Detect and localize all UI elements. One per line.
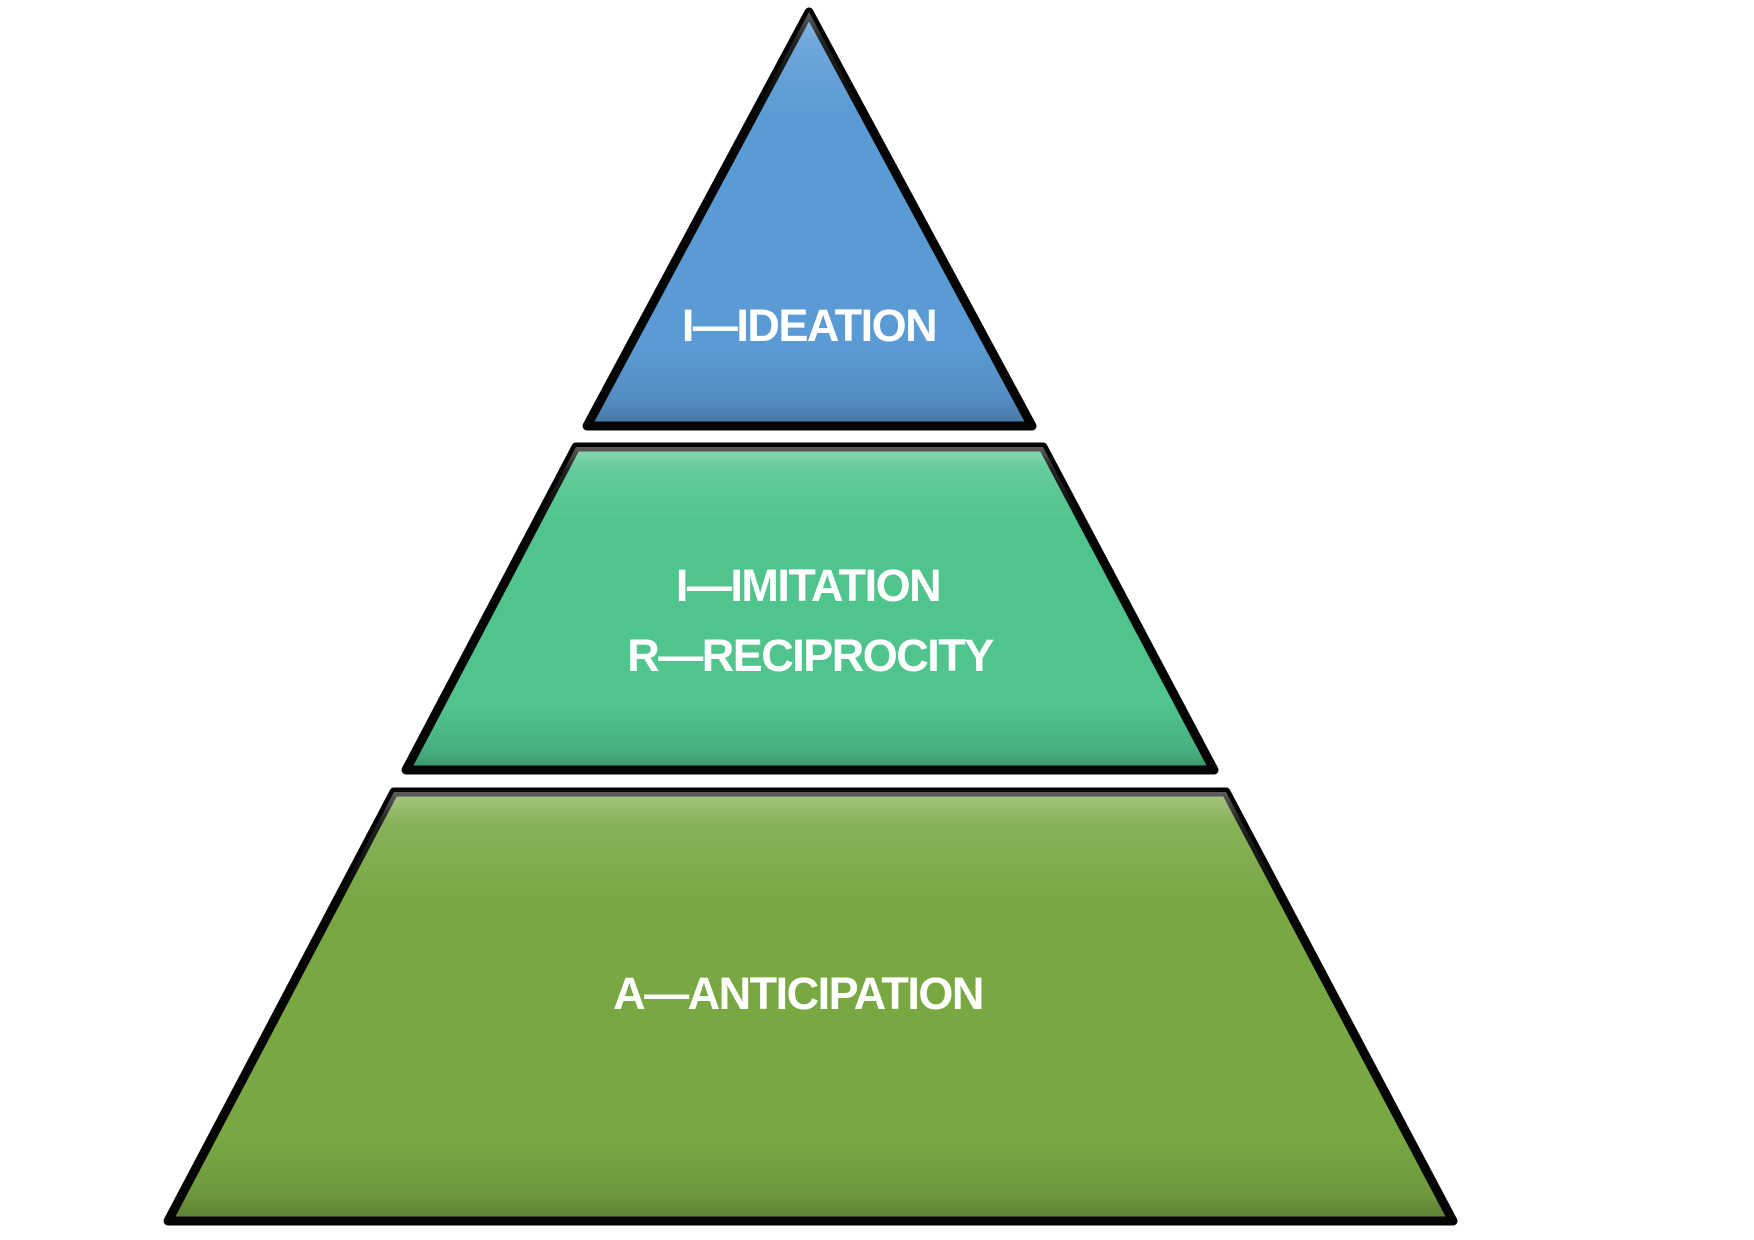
pyramid-level-ideation-shape — [582, 7, 1037, 431]
ideation-label: I—IDEATION — [681, 300, 938, 351]
reciprocity-label: R—RECIPROCITY — [627, 630, 994, 681]
imitation-label: I—IMITATION — [675, 560, 942, 611]
anticipation-label: A—ANTICIPATION — [613, 968, 984, 1019]
ideation-triangle — [582, 7, 1037, 431]
